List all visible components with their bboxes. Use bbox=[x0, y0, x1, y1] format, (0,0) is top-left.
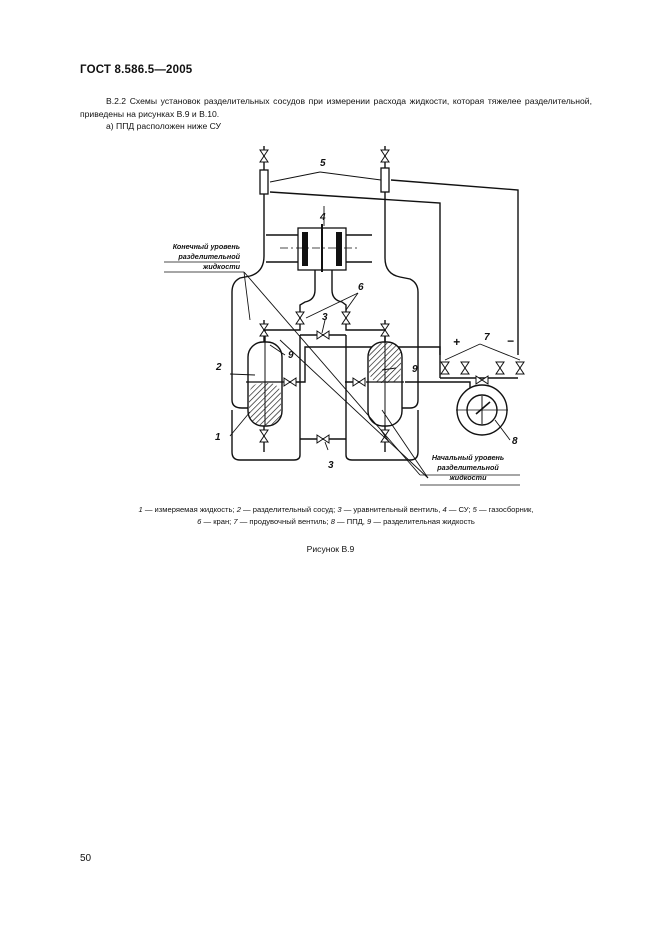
label-n7: 7 bbox=[484, 332, 490, 343]
legend-t3: — уравнительный вентиль, bbox=[341, 505, 443, 514]
document-header: ГОСТ 8.586.5—2005 bbox=[80, 64, 193, 76]
legend-t4: — СУ; bbox=[446, 505, 473, 514]
legend-i3: 3 bbox=[337, 505, 342, 514]
separation-vessel-right bbox=[366, 341, 404, 427]
legend-t2: — разделительный сосуд; bbox=[240, 505, 338, 514]
label-n6: 6 bbox=[358, 282, 364, 293]
intro-line-2: а) ППД расположен ниже СУ bbox=[106, 121, 221, 131]
legend-t6: — кран; bbox=[201, 517, 234, 526]
label-n5: 5 bbox=[320, 158, 326, 169]
initial-level-line1: Начальный уровень bbox=[432, 453, 504, 462]
legend-t7: — продувочный вентиль; bbox=[237, 517, 331, 526]
initial-level-line2: разделительной bbox=[436, 463, 499, 472]
final-level-line1: Конечный уровень bbox=[173, 242, 240, 251]
legend-i6: 6 bbox=[197, 517, 202, 526]
label-plus: + bbox=[453, 335, 460, 349]
label-n8: 8 bbox=[512, 436, 518, 447]
legend-i2: 2 bbox=[236, 505, 241, 514]
legend-i9: 9 bbox=[367, 517, 372, 526]
label-minus: − bbox=[507, 334, 514, 348]
legend-i8: 8 bbox=[330, 517, 335, 526]
label-n9a: 9 bbox=[288, 350, 294, 361]
figure-caption: Рисунок В.9 bbox=[306, 544, 355, 554]
figure-legend: 1 — измеряемая жидкость; 2 — разделитель… bbox=[80, 504, 592, 528]
label-n9b: 9 bbox=[412, 364, 418, 375]
legend-t8: — ППД, bbox=[334, 517, 368, 526]
pressure-transducer-ppd bbox=[456, 384, 508, 436]
intro-text: В.2.2 Схемы установок разделительных сос… bbox=[80, 95, 592, 133]
legend-i7: 7 bbox=[233, 517, 238, 526]
flow-restrictor-su bbox=[280, 224, 360, 272]
intro-line-1: В.2.2 Схемы установок разделительных сос… bbox=[80, 96, 592, 119]
legend-i1: 1 bbox=[138, 505, 143, 514]
initial-level-line3: жидкости bbox=[449, 473, 488, 482]
gas-collector-left bbox=[259, 169, 269, 195]
label-n3a: 3 bbox=[322, 312, 328, 323]
legend-t1: — измеряемая жидкость; bbox=[142, 505, 237, 514]
legend-t5: — газосборник, bbox=[476, 505, 534, 514]
gas-collector-right bbox=[380, 167, 390, 193]
final-level-line3: жидкости bbox=[202, 262, 241, 271]
label-n3b: 3 bbox=[328, 460, 334, 471]
leader-lines bbox=[229, 171, 521, 479]
legend-i4: 4 bbox=[442, 505, 447, 514]
label-n4: 4 bbox=[319, 212, 326, 223]
legend-i5: 5 bbox=[472, 505, 477, 514]
label-n1: 1 bbox=[215, 432, 221, 443]
final-level-line2: разделительной bbox=[177, 252, 240, 261]
page-number: 50 bbox=[80, 853, 92, 864]
label-n2: 2 bbox=[215, 362, 222, 373]
legend-t9: — разделительная жидкость bbox=[371, 517, 475, 526]
separation-vessel-left bbox=[246, 341, 284, 427]
